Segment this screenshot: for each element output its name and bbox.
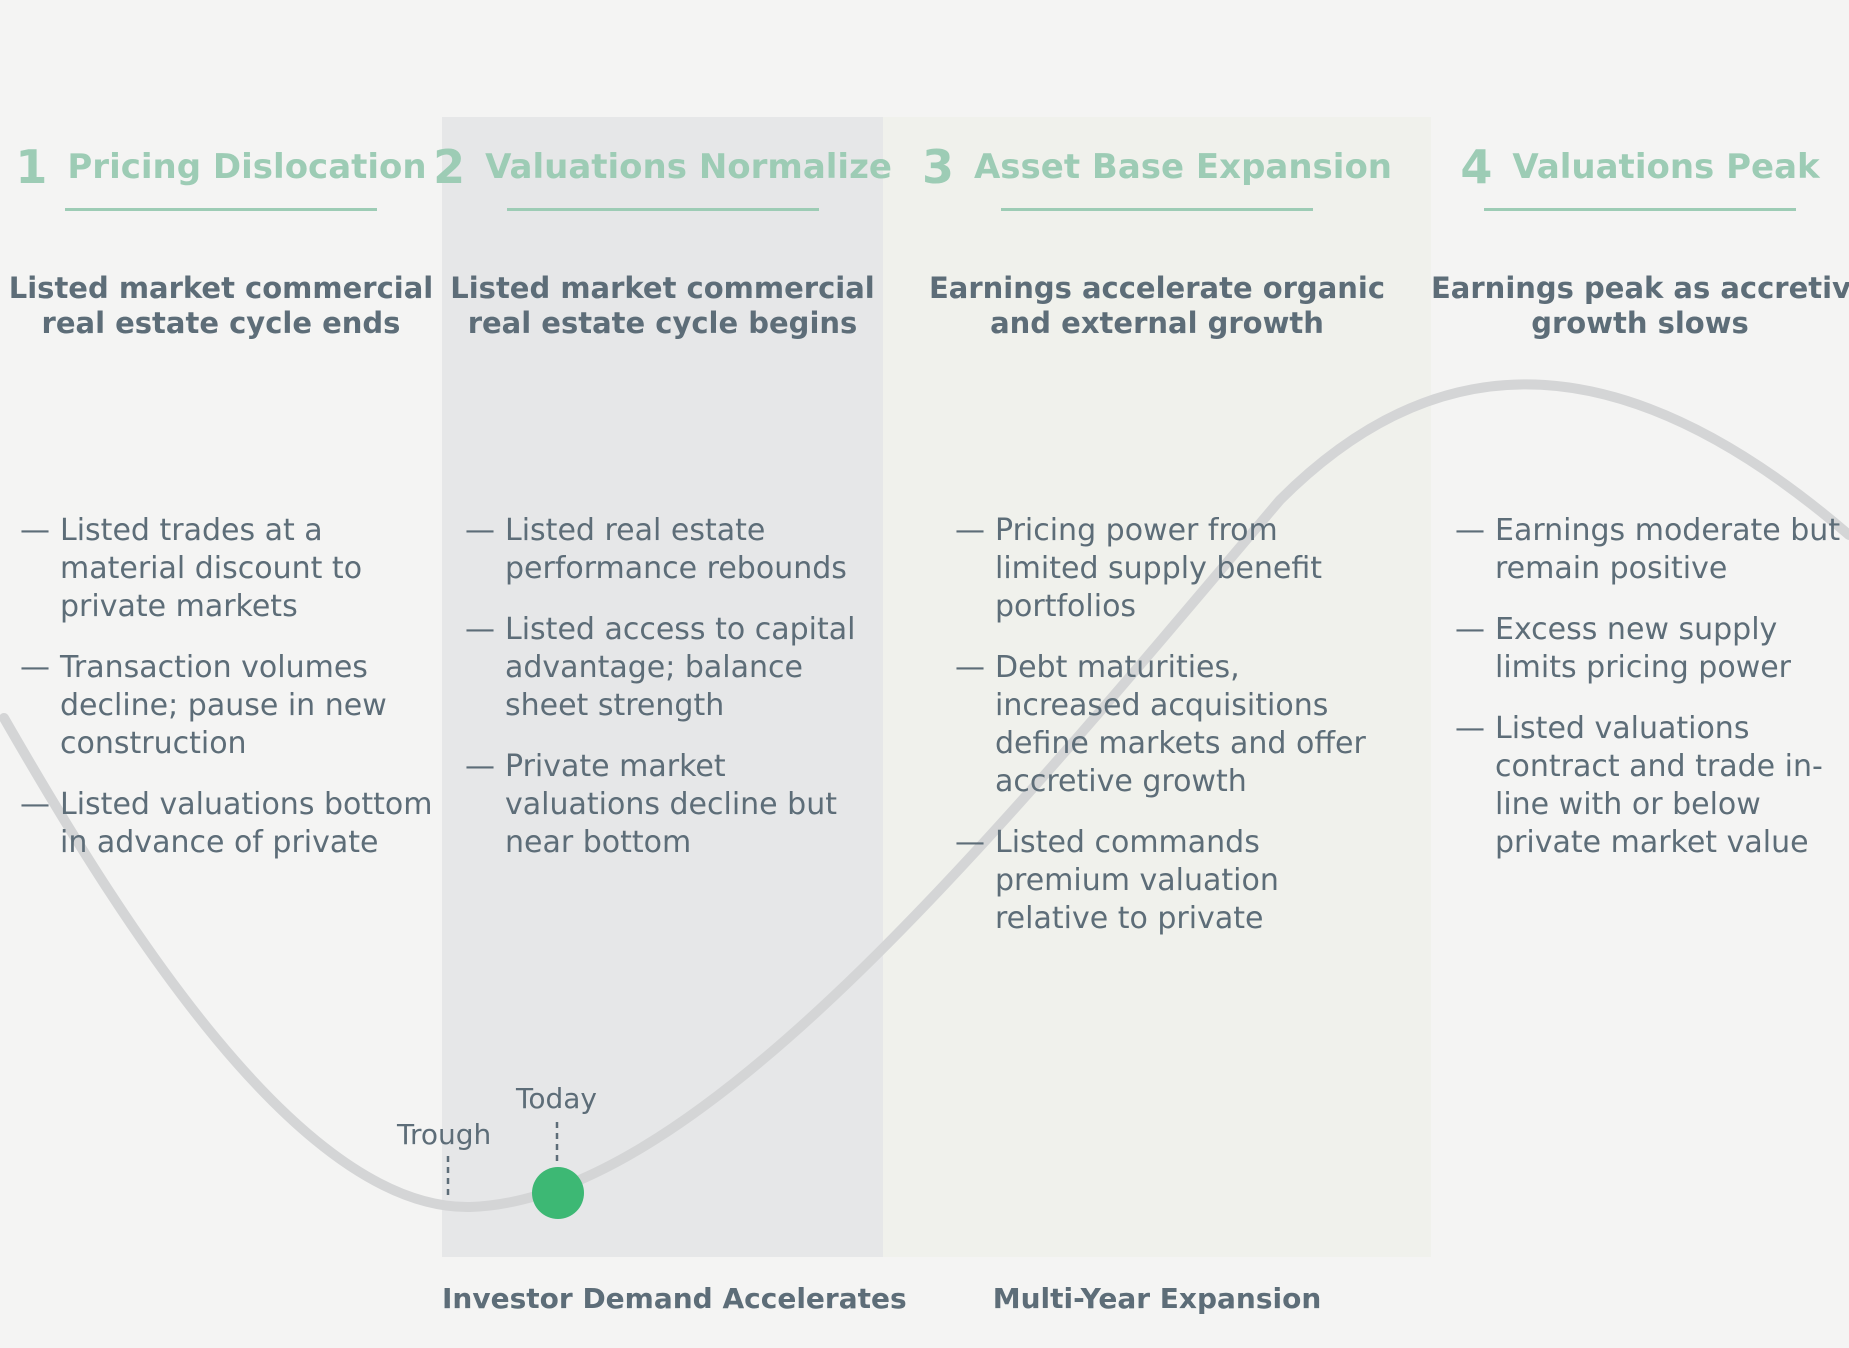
phase-1-title: Pricing Dislocation <box>67 147 427 187</box>
phase-3-subtitle: Earnings accelerate organic and external… <box>883 271 1431 341</box>
dash-glyph: — <box>1455 612 1485 647</box>
phase-2-bullet-2-text: Listed access to capital advantage; bala… <box>505 612 856 723</box>
phase-4-subtitle: Earnings peak as accretive growth slows <box>1431 271 1849 341</box>
phase-3-bullet-3: — Listed commands premium valuation relat… <box>955 824 1375 938</box>
phase-3: 3 Asset Base Expansion Earnings accelera… <box>883 140 1431 341</box>
phase-4-subtitle-line-2: growth slows <box>1531 306 1749 340</box>
phase-4-bullet-3-text: Listed valuations contract and trade in-… <box>1495 711 1823 860</box>
phase-4-bullet-2: — Excess new supply limits pricing power <box>1455 611 1849 687</box>
phase-1-subtitle-line-1: Listed market commercial <box>8 271 434 305</box>
phase-4-rule <box>1484 208 1796 211</box>
dash-glyph: — <box>1455 711 1485 746</box>
phase-1-bullet-1-text: Listed trades at a material discount to … <box>60 513 363 624</box>
phase-4-bullet-3: — Listed valuations contract and trade in… <box>1455 710 1849 862</box>
phase-3-header: 3 Asset Base Expansion <box>883 140 1431 194</box>
phase-3-rule <box>1001 208 1313 211</box>
today-label: Today <box>516 1082 597 1115</box>
phase-2-bullet-3: — Private market valuations decline but n… <box>465 748 875 862</box>
phase-1-subtitle: Listed market commercial real estate cyc… <box>0 271 442 341</box>
phase-1-number: 1 <box>15 140 48 194</box>
phase-2-bullet-1-text: Listed real estate performance rebounds <box>505 513 847 586</box>
phase-2-bullet-2: — Listed access to capital advantage; bal… <box>465 611 875 725</box>
dash-glyph: — <box>20 650 50 685</box>
trough-label: Trough <box>397 1118 492 1151</box>
phase-2-bullet-1: — Listed real estate performance rebounds <box>465 512 875 588</box>
phase-4-subtitle-line-1: Earnings peak as accretive <box>1431 271 1849 305</box>
phase-4-bullet-2-text: Excess new supply limits pricing power <box>1495 612 1792 685</box>
phase-3-title: Asset Base Expansion <box>973 147 1393 187</box>
phase-4-number: 4 <box>1460 140 1493 194</box>
dash-glyph: — <box>465 513 495 548</box>
dash-glyph: — <box>465 612 495 647</box>
phase-4-bullet-1: — Earnings moderate but remain positive <box>1455 512 1849 588</box>
phase-3-number: 3 <box>921 140 954 194</box>
phase-3-bullets: — Pricing power from limited supply benef… <box>955 512 1375 961</box>
dash-glyph: — <box>20 513 50 548</box>
phase-2-title: Valuations Normalize <box>485 147 892 187</box>
phase-2-rule <box>506 208 819 211</box>
phase-2: 2 Valuations Normalize Listed market com… <box>433 140 892 341</box>
phase-4-title: Valuations Peak <box>1512 147 1820 187</box>
phase-3-subtitle-line-2: and external growth <box>990 306 1324 340</box>
phase-1-bullets: — Listed trades at a material discount to… <box>20 512 440 885</box>
phase-3-bullet-2-text: Debt maturities, increased acquisitions … <box>995 650 1366 799</box>
phase-4-bullet-1-text: Earnings moderate but remain positive <box>1495 513 1841 586</box>
phase-3-bullet-1: — Pricing power from limited supply benef… <box>955 512 1375 626</box>
phase-1-bullet-2: — Transaction volumes decline; pause in n… <box>20 649 440 763</box>
phase-2-subtitle-line-1: Listed market commercial <box>450 271 875 305</box>
dash-glyph: — <box>955 650 985 685</box>
phase-1-bullet-3-text: Listed valuations bottom in advance of p… <box>60 787 433 860</box>
footer-label-phase-3: Multi-Year Expansion <box>992 1282 1322 1315</box>
dash-glyph: — <box>955 825 985 860</box>
phase-4-bullets: — Earnings moderate but remain positive —… <box>1455 512 1849 885</box>
dash-glyph: — <box>465 749 495 784</box>
dash-glyph: — <box>20 787 50 822</box>
phase-1-subtitle-line-2: real estate cycle ends <box>41 306 401 340</box>
phase-3-bullet-3-text: Listed commands premium valuation relati… <box>995 825 1279 936</box>
phase-4-header: 4 Valuations Peak <box>1431 140 1849 194</box>
phase-3-bullet-2: — Debt maturities, increased acquisitions… <box>955 649 1375 801</box>
phase-2-bullets: — Listed real estate performance rebounds… <box>465 512 875 885</box>
phase-2-subtitle: Listed market commercial real estate cyc… <box>442 271 883 341</box>
dash-glyph: — <box>1455 513 1485 548</box>
phase-1-rule <box>65 208 377 211</box>
dash-glyph: — <box>955 513 985 548</box>
phase-2-bullet-3-text: Private market valuations decline but ne… <box>505 749 837 860</box>
phase-2-subtitle-line-2: real estate cycle begins <box>467 306 858 340</box>
phase-1-bullet-2-text: Transaction volumes decline; pause in ne… <box>60 650 387 761</box>
phase-1-header: 1 Pricing Dislocation <box>0 140 442 194</box>
phase-1-bullet-3: — Listed valuations bottom in advance of … <box>20 786 440 862</box>
phase-1-bullet-1: — Listed trades at a material discount to… <box>20 512 440 626</box>
phase-4: 4 Valuations Peak Earnings peak as accre… <box>1431 140 1849 341</box>
phase-2-number: 2 <box>433 140 466 194</box>
phase-3-subtitle-line-1: Earnings accelerate organic <box>928 271 1386 305</box>
phase-3-bullet-1-text: Pricing power from limited supply benefi… <box>995 513 1323 624</box>
phase-2-header: 2 Valuations Normalize <box>433 140 892 194</box>
phase-1: 1 Pricing Dislocation Listed market comm… <box>0 140 442 341</box>
footer-label-phase-2: Investor Demand Accelerates <box>442 1282 907 1315</box>
